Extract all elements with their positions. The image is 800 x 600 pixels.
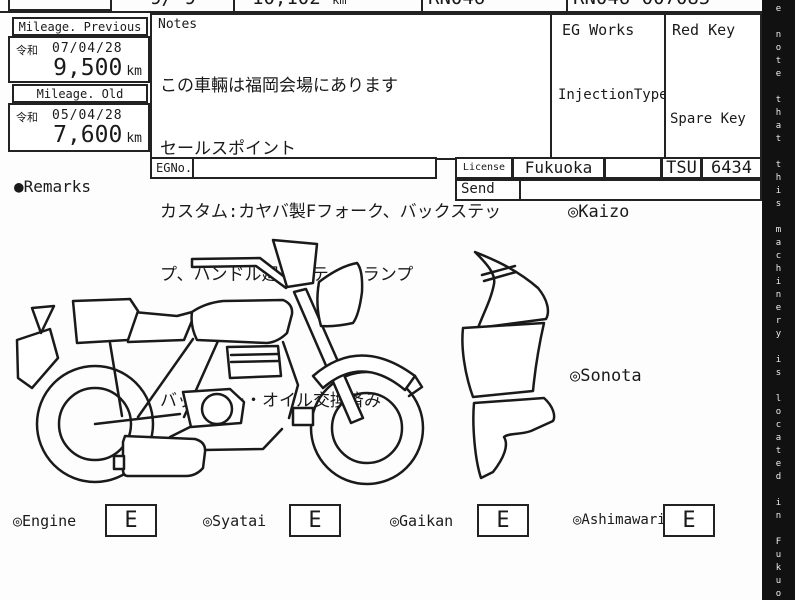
license-no-label: License No.	[455, 157, 513, 191]
mileage-previous-header: Mileage. Previous	[12, 17, 148, 36]
syatai-grade-label: ◎Syatai	[203, 512, 267, 530]
top-row-clipped: 9/ 9 10,102 km RN046 RN046-007085	[0, 0, 762, 13]
side-note-strip: e note that this machinery is located in…	[762, 0, 795, 600]
gaikan-grade-box: E	[477, 504, 529, 537]
mileage-old-unit: km	[126, 131, 142, 146]
top-divider	[566, 0, 568, 11]
engine-grade-box: E	[105, 504, 157, 537]
license-row: License No. Fukuoka TSU 6434	[455, 157, 762, 191]
plate-class: TSU	[662, 157, 702, 179]
notes-label: Notes	[158, 17, 198, 32]
mileage-previous-date: 07/04/28	[52, 41, 123, 56]
eg-works-cell: EG Works InjectionType	[550, 13, 668, 160]
motorcycle-line-art	[15, 238, 425, 486]
top-divider	[233, 0, 235, 11]
injection-type-label: InjectionType	[558, 87, 668, 103]
remarks-section-label: ●Remarks	[14, 177, 92, 196]
notes-line: この車輛は福岡会場にあります	[160, 76, 398, 96]
spare-key-label: Spare Key 1	[670, 111, 771, 127]
vehicle-diagram	[15, 238, 556, 486]
engine-grade-label: ◎Engine	[13, 512, 77, 530]
mileage-old-header: Mileage. Old	[12, 84, 148, 103]
side-note-text: e note that this machinery is located in…	[773, 4, 784, 600]
top-year-cell: 9/ 9	[150, 0, 196, 11]
red-key-label: Red Key	[672, 21, 736, 39]
sonota-section-label: ◎Sonota	[570, 366, 642, 386]
top-divider	[421, 0, 423, 11]
spare-key-text: Spare Key	[670, 111, 746, 127]
mileage-previous-unit: km	[126, 64, 142, 79]
top-model-code: RN046	[428, 0, 485, 11]
send-value-cell	[519, 179, 762, 201]
top-empty-box	[8, 0, 112, 11]
mileage-old-date: 05/04/28	[52, 108, 123, 123]
egno-label-cell: EGNo.	[150, 157, 194, 179]
ashimawari-grade-label: ◎Ashimawari	[573, 512, 666, 528]
plate-number: 6434	[702, 157, 762, 179]
egno-value-cell	[192, 157, 437, 179]
era-label: 令和	[16, 111, 38, 124]
ashimawari-grade-box: E	[663, 504, 715, 537]
top-chassis-no: RN046-007085	[573, 0, 710, 11]
notes-cell: Notes この車輛は福岡会場にあります セールスポイント カスタム:カヤバ製F…	[150, 13, 552, 411]
kaizo-section-label: ◎Kaizo	[568, 202, 630, 222]
license-prefecture: Fukuoka	[513, 157, 605, 179]
send-label-cell: Send	[455, 179, 521, 201]
key-cell: Red Key Spare Key 1	[664, 13, 771, 160]
mileage-old-value: 7,600	[53, 122, 123, 148]
top-mileage-value: 10,102	[252, 0, 321, 9]
notes-line: セールスポイント	[160, 139, 296, 159]
fairing-line-art	[461, 250, 556, 480]
top-mileage-cell: 10,102 km	[252, 0, 347, 11]
notes-line: カスタム:カヤバ製Fフォーク、バックステッ	[160, 202, 502, 222]
gaikan-grade-label: ◎Gaikan	[390, 512, 454, 530]
top-row: 9/ 9 10,102 km RN046 RN046-007085	[0, 0, 762, 11]
top-mileage-unit: km	[332, 0, 347, 7]
mileage-previous-value: 9,500	[53, 55, 123, 81]
eg-works-label: EG Works	[562, 21, 635, 39]
syatai-grade-box: E	[289, 504, 341, 537]
era-label: 令和	[16, 44, 38, 57]
license-empty-cell	[605, 157, 662, 179]
